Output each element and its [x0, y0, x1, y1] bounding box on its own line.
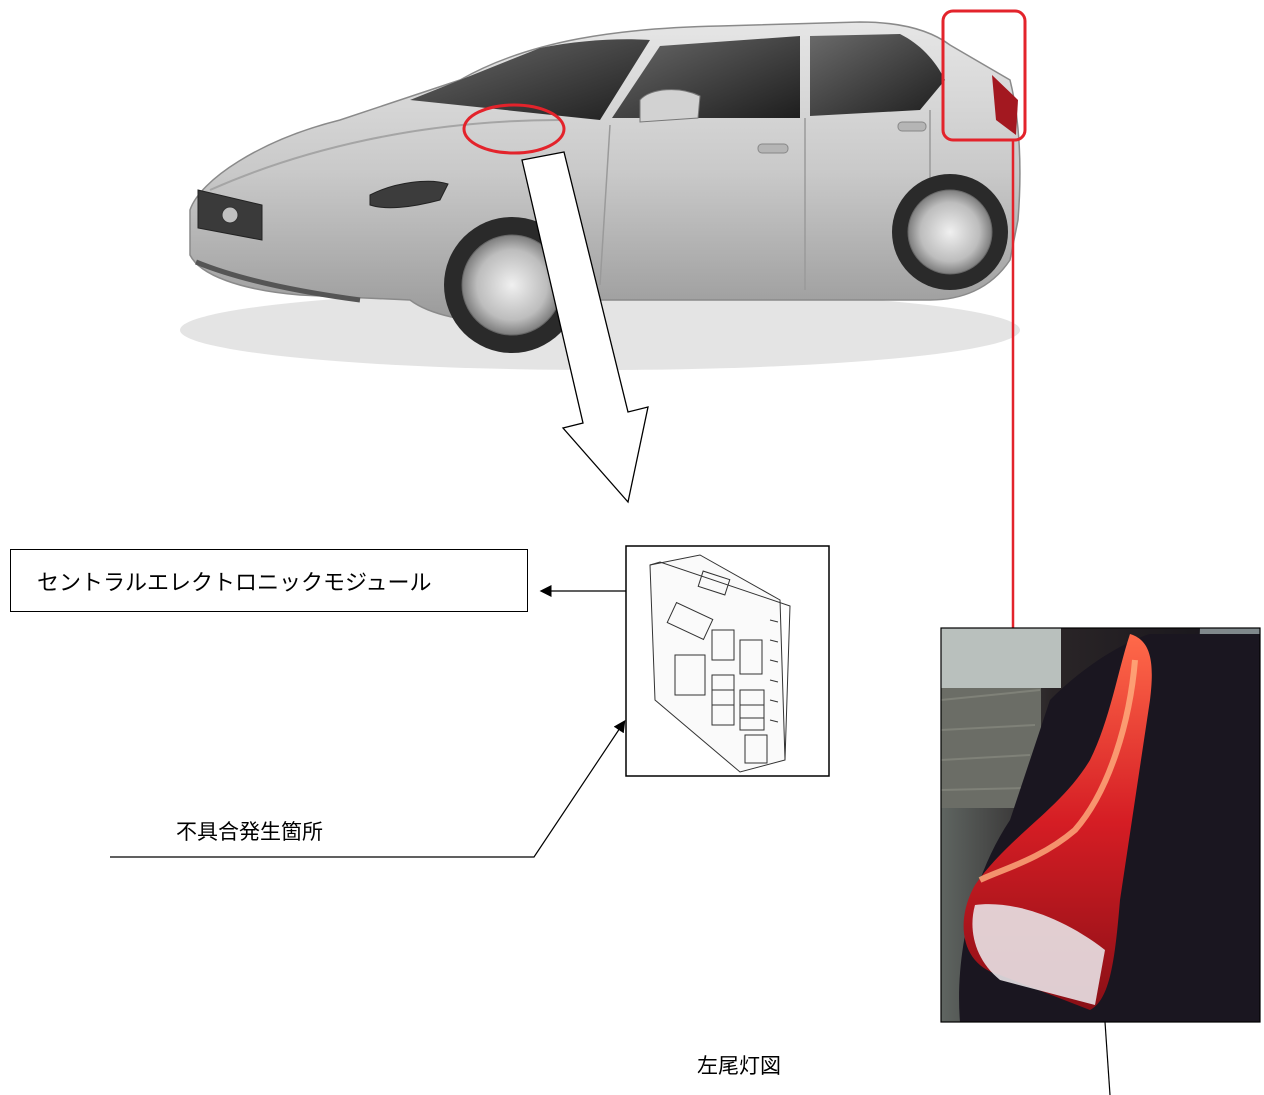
- tail-light-location-highlight: [941, 9, 1027, 142]
- cem-label-box: セントラルエレクトロニックモジュール: [10, 549, 528, 612]
- car-illustration: [180, 21, 1021, 370]
- car-windshield: [410, 39, 650, 120]
- cem-label: セントラルエレクトロニックモジュール: [37, 570, 432, 596]
- tail-light-photo-frame: [940, 627, 1261, 1023]
- car-rear-wheel-rim: [907, 189, 993, 275]
- car-hood-line: [209, 119, 561, 191]
- tail-light-label-pointer: [1104, 1021, 1111, 1095]
- cem-location-highlight: [462, 103, 566, 155]
- central-electronic-module-drawing: [649, 554, 791, 773]
- car-headlight: [369, 180, 449, 209]
- left-tail-light-label: 左尾灯図: [697, 1054, 781, 1078]
- defect-location-label: 不具合発生箇所: [176, 820, 323, 844]
- car-door-handle-front: [757, 143, 789, 154]
- left-tail-light-photo: [940, 628, 1260, 1022]
- car-door-handle-rear: [897, 121, 927, 132]
- car-rear-window: [810, 34, 945, 116]
- car-tail-light: [992, 75, 1018, 135]
- car-lower-bumper: [195, 259, 361, 303]
- zoom-arrow: [521, 151, 649, 504]
- car-side-mirror: [639, 89, 701, 123]
- defect-location-pointer: [110, 720, 626, 858]
- car-emblem: [221, 206, 239, 224]
